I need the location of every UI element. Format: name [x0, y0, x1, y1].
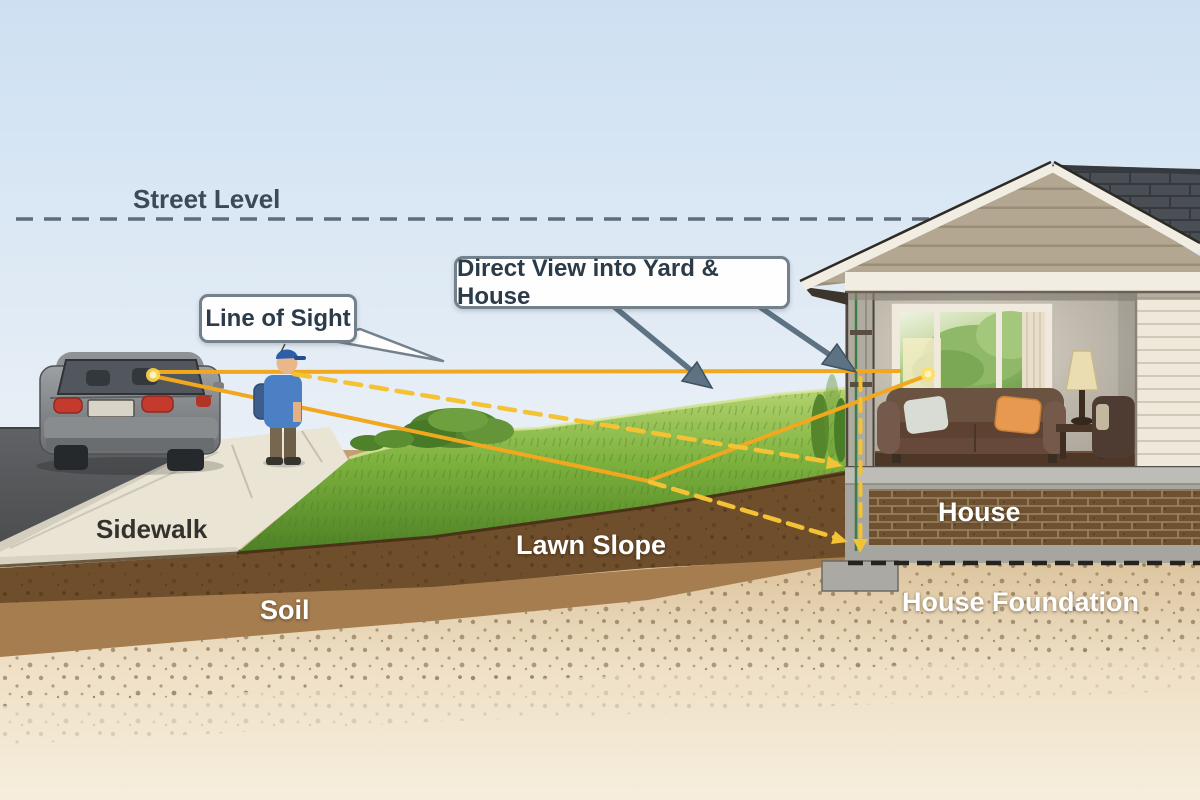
sidewalk-slab: [0, 427, 349, 568]
sight-lines: [146, 368, 930, 483]
dashed-arrowhead: [831, 531, 848, 544]
siding-wall: [1134, 290, 1200, 466]
subsoil-layer: [0, 554, 1200, 657]
wall-blocking: [850, 330, 872, 335]
cap-brim: [294, 356, 306, 360]
window-mullion: [934, 308, 940, 394]
house-cross-section: [799, 160, 1200, 592]
pedestrian-shoe: [284, 457, 301, 465]
arrow-to-house-wall: [755, 302, 858, 374]
ridge-cap: [1048, 164, 1200, 175]
house-label: House: [938, 497, 1021, 527]
car-wheel-right: [167, 449, 204, 471]
fascia-left: [800, 162, 1056, 291]
pedestrian-leg: [270, 424, 282, 460]
throw-pillow-light: [903, 396, 949, 434]
headrest: [86, 370, 110, 386]
eye-level-line: [151, 369, 902, 374]
car-lower-body: [46, 438, 214, 451]
sidewalk-label: Sidewalk: [96, 514, 208, 544]
taillight-side: [196, 395, 211, 407]
cap-detail: [280, 343, 286, 353]
armchair-blanket: [1096, 404, 1109, 430]
soffit-shadow: [804, 287, 848, 305]
foundation-bricks: [869, 489, 1200, 545]
direct-view-callout-text: Direct View into Yard & House: [457, 254, 719, 310]
license-plate: [87, 399, 135, 418]
throw-pillow-orange: [994, 395, 1042, 435]
lawn-view-dashed: [647, 479, 843, 542]
roof-edge-right: [1053, 160, 1200, 245]
car: [36, 352, 224, 475]
line-of-sight-callout: Line of Sight: [199, 294, 357, 343]
sidewalk-soil-line: [0, 551, 239, 568]
sofa: [877, 388, 1066, 463]
dashed-sight-lines: [291, 367, 935, 553]
pedestrian-shoe: [266, 457, 283, 465]
roof-edge-left: [799, 160, 1052, 283]
cut-wall: [845, 284, 875, 551]
sidewalk-joint: [301, 430, 323, 463]
eave-fascia-band: [845, 272, 1200, 292]
sidewalk-joint: [231, 444, 253, 499]
pedestrian: [253, 343, 306, 468]
dashed-arrowhead: [826, 456, 843, 469]
sand-speckle-faint: [0, 642, 1200, 745]
fascia-right: [1050, 162, 1200, 254]
lawn-slope: [236, 374, 867, 555]
window-mullion: [996, 308, 1002, 394]
arrow-to-lawn: [610, 302, 714, 390]
view-line-to-window: [646, 373, 930, 483]
car-rear-window: [56, 359, 206, 395]
footing: [821, 560, 899, 592]
pedestrian-leg: [284, 424, 296, 460]
taillight-right: [141, 395, 174, 413]
pedestrian-arm: [293, 402, 301, 422]
floor-slab: [845, 466, 1200, 484]
grass-clump-at-house: [811, 374, 848, 462]
curtain-folds: [1026, 312, 1041, 390]
car-bumper: [44, 417, 218, 441]
pedestrian-shirt: [264, 375, 302, 428]
pedestrian-view-dashed: [291, 371, 839, 466]
house-foundation-label: House Foundation: [902, 587, 1139, 617]
driver-eye-glint: [146, 368, 160, 382]
room-floor: [875, 452, 1135, 466]
view-line-to-lawn: [151, 374, 650, 483]
lawn-slope-label: Lawn Slope: [516, 530, 667, 560]
car-wheel-left: [54, 445, 88, 470]
grass-texture: [237, 388, 848, 553]
sod-bottom-line: [236, 468, 867, 555]
street-level-label: Street Level: [133, 184, 281, 214]
window-glint: [921, 367, 935, 381]
armchair: [1092, 396, 1135, 458]
eave-shadow-on-wall: [845, 292, 1200, 300]
taillight-left: [53, 397, 83, 414]
direct-view-callout: Direct View into Yard & House: [454, 254, 790, 310]
table-lamp: [1065, 350, 1099, 425]
dashed-arrowhead: [853, 539, 868, 553]
line-of-sight-callout-text: Line of Sight: [205, 304, 351, 332]
foundation-brick-shade: [869, 489, 1200, 545]
sidewalk-surface: [0, 427, 349, 568]
soil-label: Soil: [260, 595, 310, 625]
